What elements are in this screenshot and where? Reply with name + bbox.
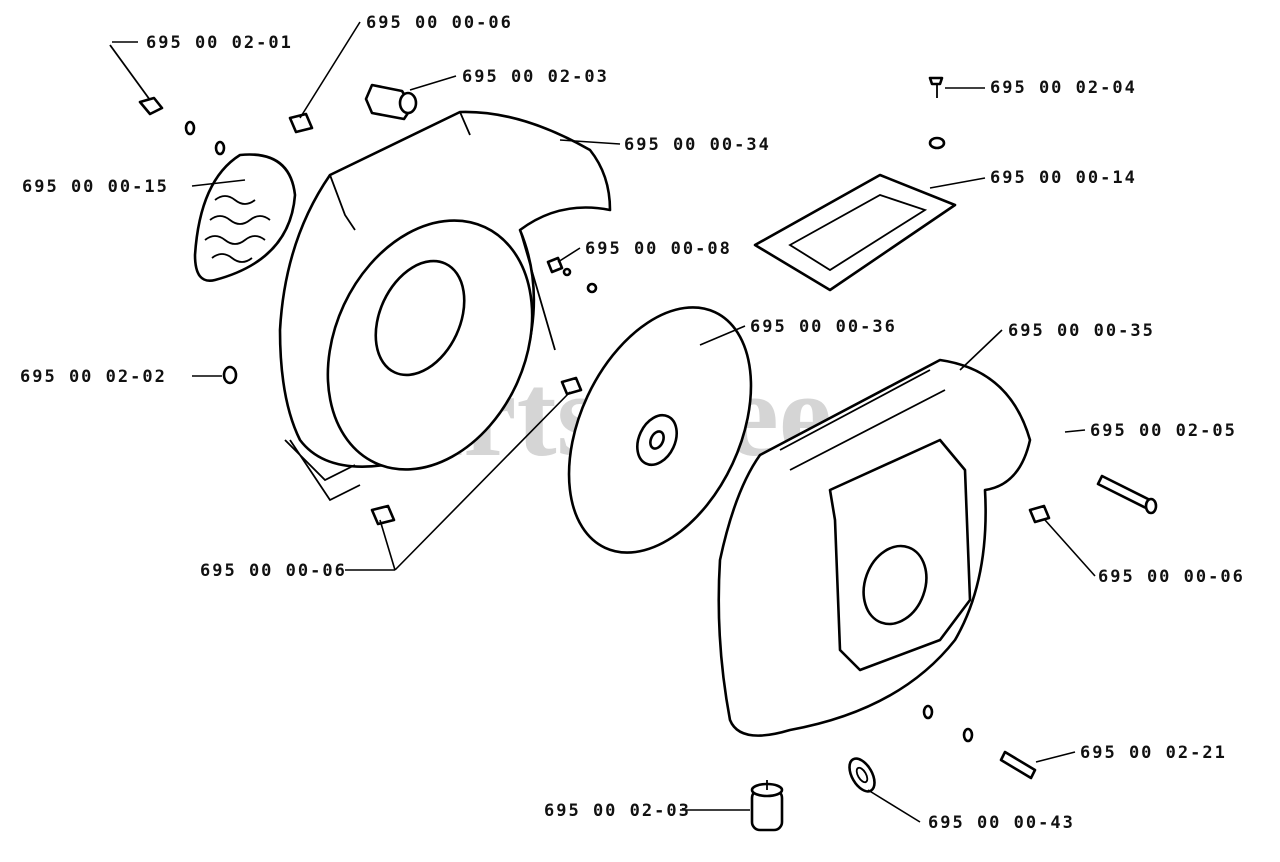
impeller-disc-part: [567, 306, 753, 554]
callout-label: 695 00 02-05: [1090, 421, 1237, 441]
callout-label: 695 00 02-02: [20, 367, 167, 387]
rubber-pad-top-part: [288, 112, 314, 134]
fan-housing-right-part: [717, 358, 1032, 737]
cylinder-02-03-bottom-part: [750, 780, 784, 832]
callout-label: 695 00 02-03: [462, 67, 609, 87]
callout-label: 695 00 02-03: [544, 801, 691, 821]
callout-label: 695 00 00-36: [750, 317, 897, 337]
callout-label: 695 00 00-06: [200, 561, 347, 581]
callout-labels: 695 00 02-01 695 00 00-06 695 00 02-03 6…: [20, 13, 1245, 833]
nut-00-08-part: [546, 256, 598, 294]
plug-02-02-part: [222, 365, 238, 385]
callout-label: 695 00 02-21: [1080, 743, 1227, 763]
callout-label: 695 00 00-06: [1098, 567, 1245, 587]
callout-label: 695 00 00-06: [366, 13, 513, 33]
rubber-pad-right-part: [1028, 504, 1051, 524]
callout-label: 695 00 02-04: [990, 78, 1137, 98]
callout-label: 695 00 00-08: [585, 239, 732, 259]
intake-grille-part: [193, 153, 297, 282]
callout-label: 695 00 00-35: [1008, 321, 1155, 341]
rubber-pad-mid-part: [560, 376, 583, 396]
cover-plate-part: [753, 173, 957, 292]
callout-label: 695 00 02-01: [146, 33, 293, 53]
screw-02-21-part: [922, 704, 1037, 780]
callout-label: 695 00 00-43: [928, 813, 1075, 833]
callout-label: 695 00 00-15: [22, 177, 169, 197]
screw-02-04-part: [928, 76, 946, 150]
rubber-pad-left-part: [370, 504, 396, 526]
bolt-02-05-part: [1096, 474, 1158, 515]
screw-02-01-part: [109, 44, 226, 156]
cylinder-02-03-top-part: [364, 83, 418, 121]
leader-lines: [112, 21, 1096, 823]
clip-00-43-part: [848, 757, 876, 793]
callout-label: 695 00 00-34: [624, 135, 771, 155]
fan-housing-left-part: [278, 110, 612, 502]
callout-label: 695 00 00-14: [990, 168, 1137, 188]
